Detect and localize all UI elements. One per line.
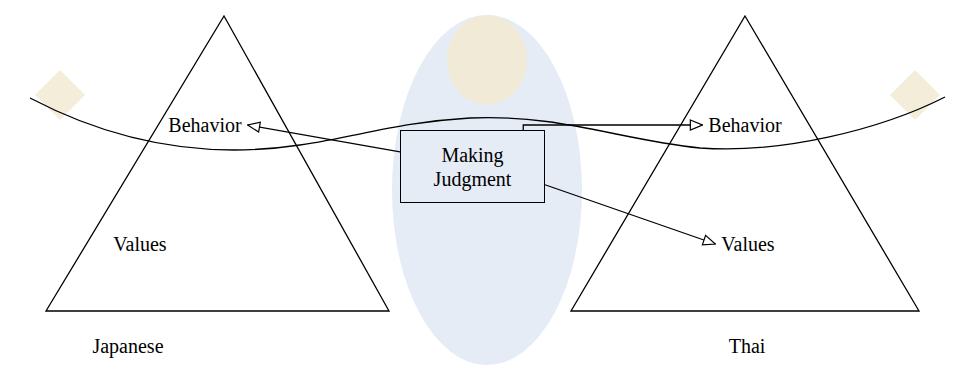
box-label: Making Judgment (407, 143, 538, 191)
process-box: Making Judgment (400, 130, 545, 203)
watermark-seal (392, 15, 582, 365)
arrow-connector (248, 125, 400, 152)
layer-label: Behavior (708, 113, 781, 137)
iceberg-triangle: JapaneseBehaviorValues (45, 15, 390, 312)
culture-label: Thai (729, 334, 766, 358)
watermark-crown (447, 15, 527, 105)
layer-region: Values (107, 230, 172, 258)
triangle-outline (570, 15, 920, 312)
culture-label-holder: Thai (725, 334, 770, 358)
culture-label: Japanese (92, 334, 163, 358)
arrow-connector (545, 185, 715, 244)
layer-region: Behavior (162, 111, 247, 139)
culture-label-holder: Japanese (88, 334, 167, 358)
iceberg-triangle: ThaiBehaviorValues (570, 15, 920, 312)
arrow-connector (523, 125, 702, 130)
triangle-outline (46, 16, 389, 311)
layer-region: Values (715, 230, 780, 258)
layer-label: Values (721, 232, 774, 256)
layer-label: Values (113, 232, 166, 256)
layer-label: Behavior (168, 113, 241, 137)
layer-region: Behavior (702, 111, 787, 139)
triangle-outline (45, 15, 390, 312)
triangle-outline (571, 16, 919, 311)
watermark-diamond (890, 70, 940, 120)
